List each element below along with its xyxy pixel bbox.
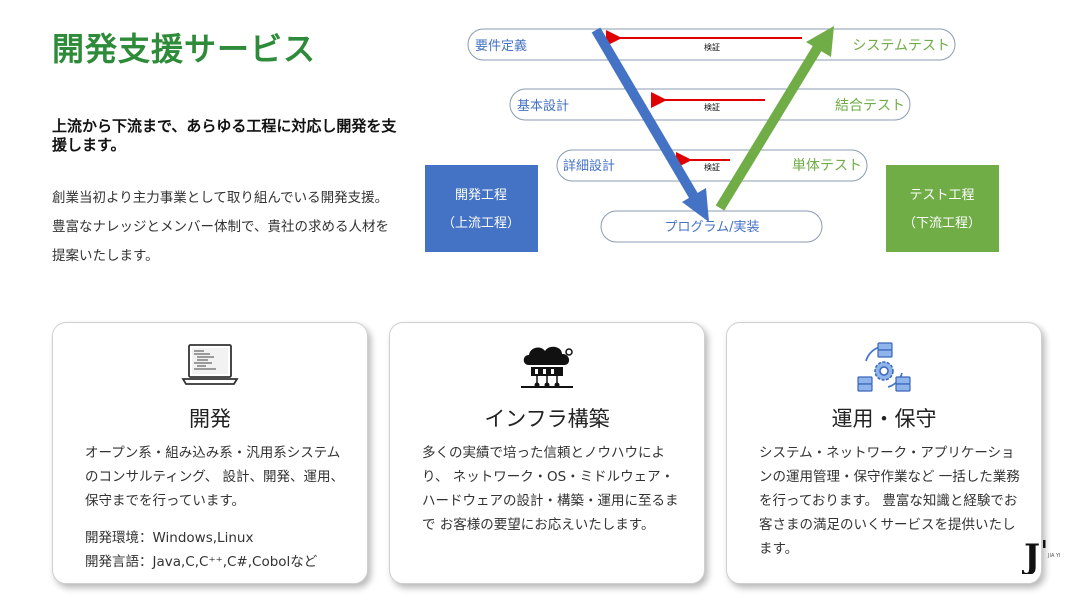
stage-label-requirements: 要件定義	[475, 38, 527, 54]
dev-process-line2: （上流工程）	[442, 216, 520, 231]
laptop-icon	[181, 344, 239, 385]
card-title-development: 開発	[189, 407, 231, 431]
test-process-line2: （下流工程）	[903, 216, 981, 231]
logo-text: JIA YI	[1047, 553, 1061, 559]
stage-row-3	[556, 149, 868, 182]
service-card-infrastructure: インフラ構築 多くの実績で培った信頼とノウハウにより、 ネットワーク・OS・ミド…	[389, 322, 705, 584]
stage-label-unit-test: 単体テスト	[792, 158, 862, 174]
verify-label-1: 検証	[704, 42, 720, 52]
page-title: 開発支援サービス	[52, 30, 317, 68]
stage-label-program: プログラム/実装	[665, 219, 760, 235]
card-text-infrastructure: 多くの実績で培った信頼とノウハウにより、 ネットワーク・OS・ミドルウェア・ハー…	[422, 445, 679, 533]
dev-process-box	[425, 165, 538, 252]
service-card-operations: 運用・保守 システム・ネットワーク・アプリケーションの運用管理・保守作業など 一…	[726, 322, 1042, 584]
stage-label-basic-design: 基本設計	[517, 98, 569, 114]
up-arrow	[715, 26, 834, 211]
v-model-diagram: 検証 検証 検証 要件定義 基本設計 詳細設計 システムテスト 結合テスト 単体…	[425, 26, 999, 252]
verify-label-2: 検証	[704, 102, 720, 112]
intro-text: 創業当初より主力事業として取り組んでいる開発支援。 豊富なナレッジとメンバー体制…	[52, 190, 389, 264]
stage-bottom	[600, 210, 823, 243]
test-process-line1: テスト工程	[909, 188, 974, 203]
card-text-development: オープン系・組み込み系・汎用系システムのコンサルティング、 設計、開発、運用、保…	[85, 445, 345, 509]
company-logo: J JIA YI	[1022, 537, 1061, 574]
logo-mark: J	[1022, 537, 1040, 574]
dev-process-line1: 開発工程	[455, 188, 507, 203]
card-title-infrastructure: インフラ構築	[484, 407, 610, 431]
service-card-development: 開発 オープン系・組み込み系・汎用系システムのコンサルティング、 設計、開発、運…	[52, 322, 368, 584]
dev-environment-languages: 開発言語：Java,C,C⁺⁺,C#,Cobolなど	[85, 554, 318, 570]
dev-environment: 開発環境：Windows,Linux 開発言語：Java,C,C⁺⁺,C#,Co…	[85, 526, 317, 574]
stage-label-integration-test: 結合テスト	[835, 98, 905, 114]
stage-row-2	[509, 88, 911, 121]
card-text-operations: システム・ネットワーク・アプリケーションの運用管理・保守作業など 一括した業務を…	[759, 445, 1020, 557]
lead-text: 上流から下流まで、あらゆる工程に対応し開発を支援します。	[52, 117, 397, 154]
stage-label-detail-design: 詳細設計	[563, 158, 615, 174]
stage-label-system-test: システムテスト	[852, 38, 950, 54]
card-title-operations: 運用・保守	[831, 407, 937, 431]
dev-environment-os: 開発環境：Windows,Linux	[85, 530, 254, 546]
stage-row-1	[467, 28, 956, 61]
down-arrow	[591, 27, 709, 222]
test-process-box	[886, 165, 999, 252]
cloud-network-icon	[521, 346, 573, 388]
verify-label-3: 検証	[704, 162, 720, 172]
server-gear-icon	[857, 342, 911, 392]
